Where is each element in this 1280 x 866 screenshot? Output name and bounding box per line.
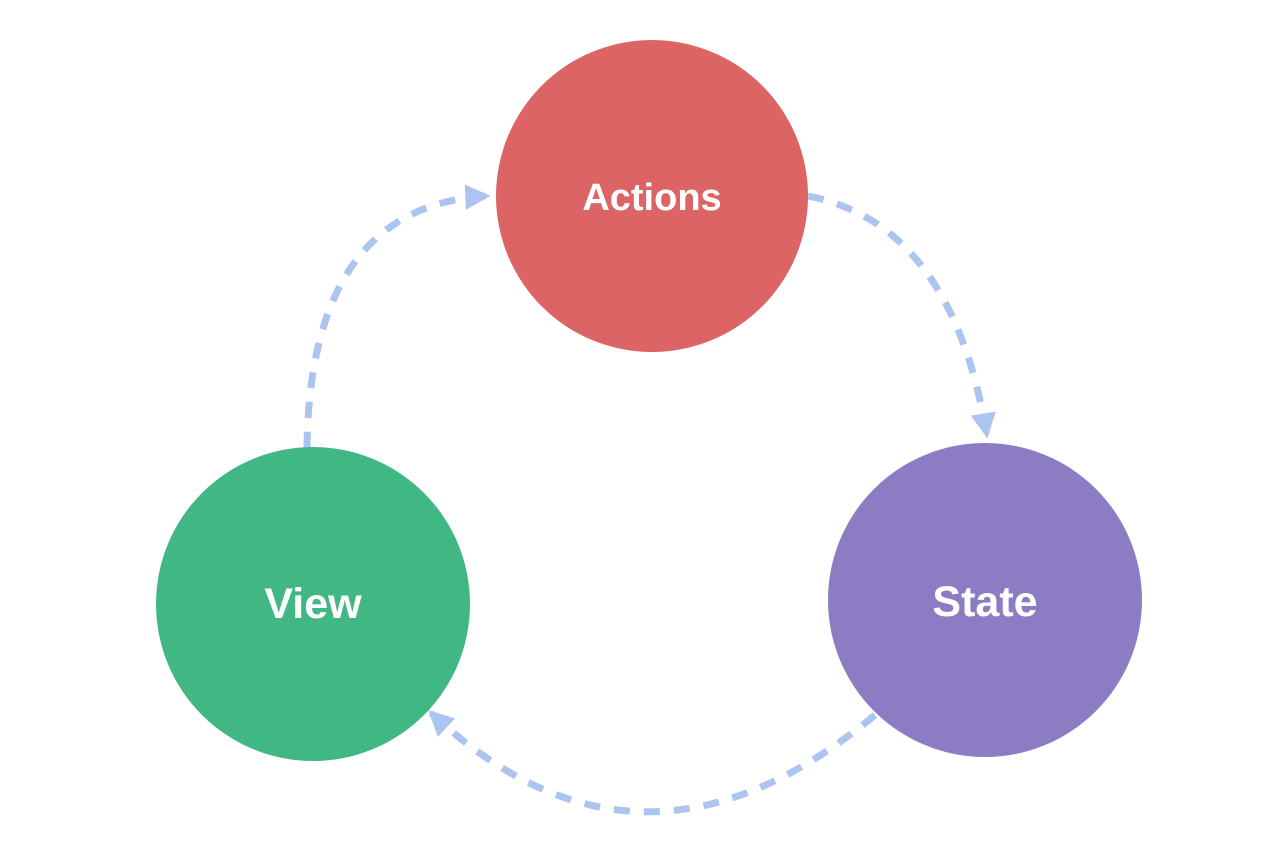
actions-label: Actions [582, 177, 721, 219]
node-state: State [828, 443, 1142, 757]
node-view: View [156, 447, 470, 761]
edge-view-to-actions [303, 184, 491, 449]
view-label: View [264, 580, 362, 628]
state-circle [828, 443, 1142, 757]
edge-state-to-view [427, 709, 878, 816]
edge-actions-to-state [807, 192, 996, 439]
actions-circle [496, 40, 808, 352]
view-circle [156, 447, 470, 761]
state-label: State [932, 578, 1037, 626]
node-actions: Actions [496, 40, 808, 352]
